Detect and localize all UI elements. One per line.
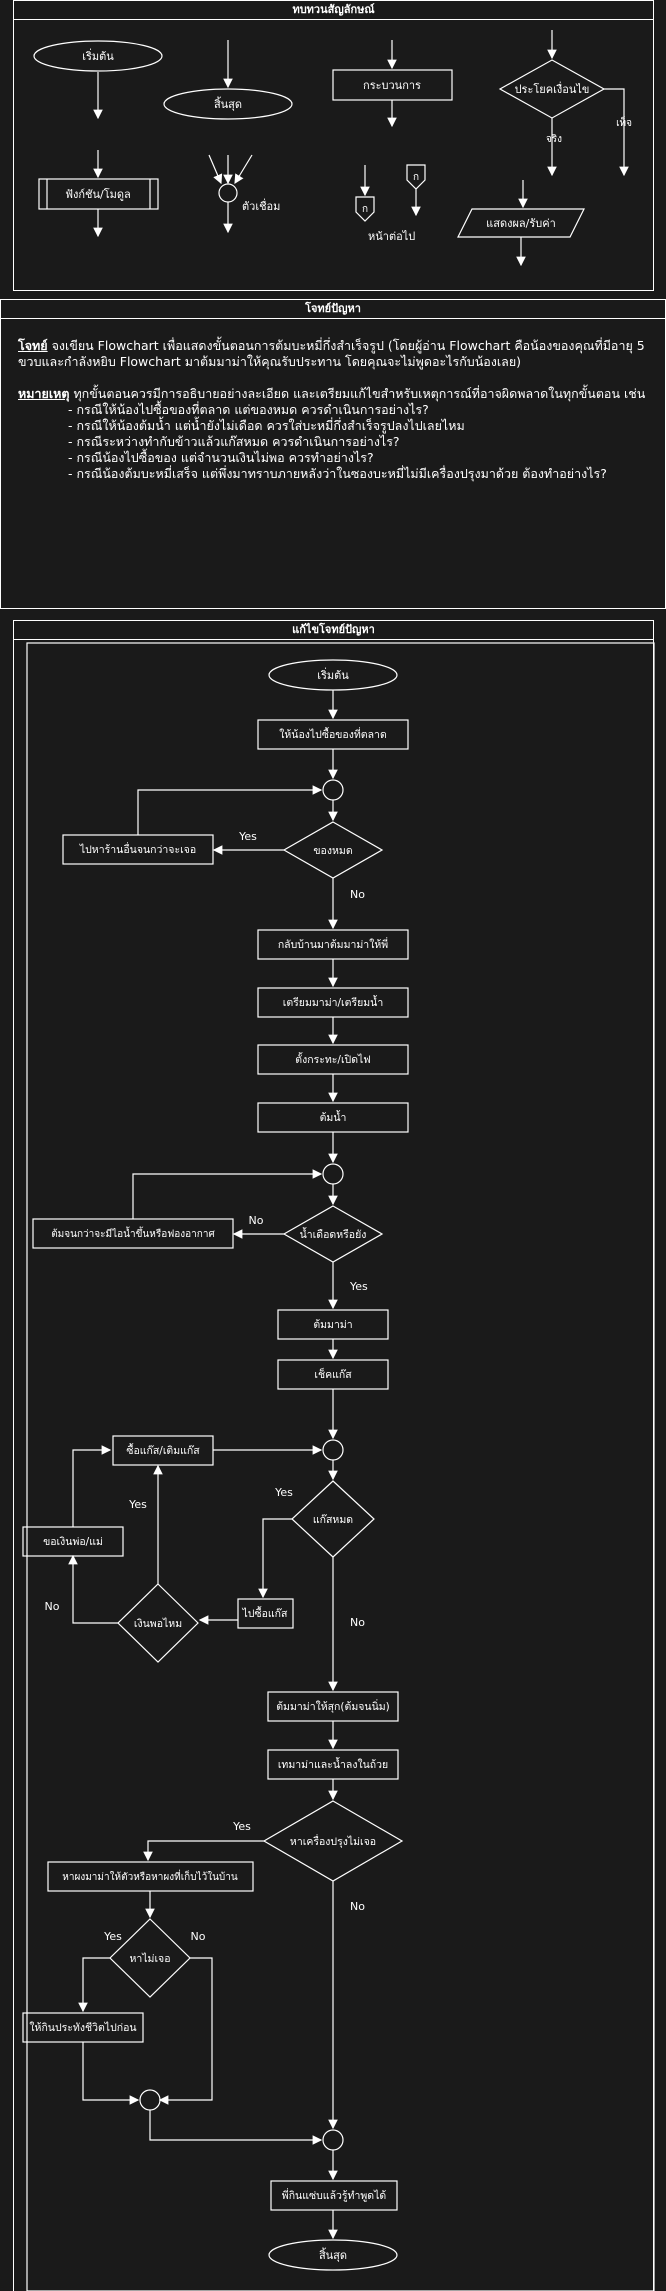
flow-prepare-label: เตรียมมาม่า/เตรียมน้ำ [283,995,384,1009]
flow-out-of-stock-label: ของหมด [313,845,352,857]
flow-buy-gas-label: ซื้อแก๊ส/เติมแก๊ส [126,1443,200,1457]
flow-out-of-stock-yes: Yes [238,830,257,843]
flow-connector-2 [322,1163,344,1185]
flow-connector-4 [139,2089,161,2111]
legend-end-label: สิ้นสุด [214,96,242,111]
flow-ask-money-label: ขอเงินพ่อ/แม่ [43,1536,103,1548]
flow-end [268,2239,398,2271]
flow-pour-bowl-label: เทมาม่าและน้ำลงในถ้วย [278,1757,388,1771]
flow-not-found-label: หาไม่เจอ [129,1952,170,1965]
flow-boiling-yes: Yes [349,1280,368,1293]
legend-panel: ทบทวนสัญลักษณ์ [13,0,654,291]
problem-note-item: กรณีให้น้องไปซื้อของที่ตลาด แต่ของหมด คว… [68,402,653,418]
problem-note-item: กรณีน้องไปซื้อของ แต่จำนวนเงินไม่พอ ควรท… [68,450,653,466]
legend-offpage-label: หน้าต่อไป [368,230,415,243]
legend-process-symbol: กระบวนการ [332,40,453,128]
problem-note-text: ทุกขั้นตอนควรมีการอธิบายอย่างละเอียด และ… [73,386,646,401]
flow-set-pot-label: ตั้งกระทะ/เปิดไฟ [295,1052,370,1066]
legend-start-label: เริ่มต้น [82,48,114,63]
problem-body: โจทย์ จงเขียน Flowchart เพื่อแสดงขั้นตอน… [18,338,653,482]
legend-end-symbol: สิ้นสุด [163,40,293,120]
flow-enough-money-yes: Yes [128,1498,147,1511]
problem-notes-list: กรณีให้น้องไปซื้อของที่ตลาด แต่ของหมด คว… [18,402,653,482]
legend-offpage-letter-1: ก [362,204,368,215]
legend-function-symbol: ฟังก์ชัน/โมดูล [38,150,159,238]
flow-end-label: สิ้นสุด [319,2247,347,2262]
legend-connector-label: ตัวเชื่อม [242,198,280,213]
flow-find-seasoning-label: หาผงมาม่าให้ตัวหรือหาผงที่เก็บไว้ในบ้าน [62,1869,238,1883]
flow-connector-1 [322,779,344,801]
flow-enough-money-label: เงินพอไหม [134,1617,182,1630]
legend-decision-false: เท็จ [616,115,632,129]
problem-task-label: โจทย์ [18,338,48,353]
legend-diagram: เริ่มต้น สิ้นสุด กระบวนการ ประโยคเงื่อนไ… [33,30,632,267]
flow-not-found [109,1918,191,1998]
problem-note-item: กรณีให้น้องต้มน้ำ แต่น้ำยังไม่เดือด ควรใ… [68,418,653,434]
problem-note-item: กรณีน้องต้มบะหมี่เสร็จ แต่พึ่งมาทราบภายห… [68,466,653,482]
flow-start-label: เริ่มต้น [317,667,349,682]
flow-boil-until-label: ต้มจนกว่าจะมีไอน้ำขึ้นหรือฟองอากาศ [51,1226,215,1240]
flow-boiling-no: No [249,1214,264,1227]
solution-title: แก้ไขโจทย์ปัญหา [14,621,653,640]
flow-connector-5 [322,2129,344,2151]
flow-seasoning-missing-yes: Yes [232,1820,251,1833]
flow-seasoning-missing-label: หาเครื่องปรุงไม่เจอ [290,1834,376,1848]
flow-out-of-stock-no: No [350,888,365,901]
flow-cook-done-label: ต้มมาม่าให้สุก(ต้มจนนิ่ม) [276,1699,390,1713]
flow-enough-money-no: No [45,1600,60,1613]
flow-buy-market-label: ให้น้องไปซื้อของที่ตลาด [279,727,387,741]
flow-not-found-yes: Yes [103,1930,122,1943]
flow-serve [270,2180,398,2211]
problem-note-item: กรณีระหว่างทำกับข้าวแล้วแก๊สหมด ควรดำเนิ… [68,434,653,450]
flow-boiling-label: น้ำเดือดหรือยัง [300,1227,367,1241]
flow-seasoning-missing-no: No [350,1900,365,1913]
problem-task: โจทย์ จงเขียน Flowchart เพื่อแสดงขั้นตอน… [18,338,653,370]
problem-note: หมายเหตุ ทุกขั้นตอนควรมีการอธิบายอย่างละ… [18,386,653,402]
flow-go-buy-gas-label: ไปซื้อแก๊ส [242,1606,289,1620]
legend-offpage-letter-2: ก [413,172,419,183]
legend-start-symbol: เริ่มต้น [33,40,163,120]
flow-boil-water-label: ต้มน้ำ [320,1110,347,1124]
flow-cook-noodle-label: ต้มมาม่า [313,1319,352,1331]
legend-io-label: แสดงผล/รับค่า [486,217,556,230]
flow-go-home-label: กลับบ้านมาต้มมาม่าให้พี่ [278,937,388,951]
flow-gas-empty-no: No [350,1616,365,1629]
legend-function-label: ฟังก์ชัน/โมดูล [65,187,131,201]
flow-check-gas-label: เช็คแก๊ส [314,1367,352,1381]
problem-title: โจทย์ปัญหา [1,300,665,319]
legend-process-label: กระบวนการ [363,79,421,92]
legend-decision-label: ประโยคเงื่อนไข [515,81,590,96]
flow-eat-plain-label: ให้กินประทังชีวิตไปก่อน [29,2021,136,2034]
legend-title: ทบทวนสัญลักษณ์ [14,1,653,20]
problem-note-label: หมายเหตุ [18,386,70,401]
flow-other-shop-label: ไปหาร้านอื่นจนกว่าจะเจอ [79,842,196,856]
legend-decision-symbol: ประโยคเงื่อนไข จริง เท็จ [498,30,632,177]
flow-go-buy-gas [237,1598,294,1629]
flow-connector-3 [322,1439,344,1461]
flow-not-found-no: No [191,1930,206,1943]
flow-serve-label: พี่กินแซ่บแล้วรู้ทำพูดได้ [282,2188,386,2202]
flowchart-frame [26,642,655,2291]
problem-task-text: จงเขียน Flowchart เพื่อแสดงขั้นตอนการต้ม… [18,338,645,369]
flow-enough-money [117,1583,199,1663]
legend-offpage-symbol: ก ก หน้าต่อไป [355,164,426,243]
legend-decision-true: จริง [546,134,562,145]
legend-io-symbol: แสดงผล/รับค่า [457,180,585,267]
flow-gas-empty-label: แก๊สหมด [313,1513,353,1526]
flow-gas-empty-yes: Yes [274,1486,293,1499]
legend-connector-symbol: ตัวเชื่อม [208,154,280,234]
